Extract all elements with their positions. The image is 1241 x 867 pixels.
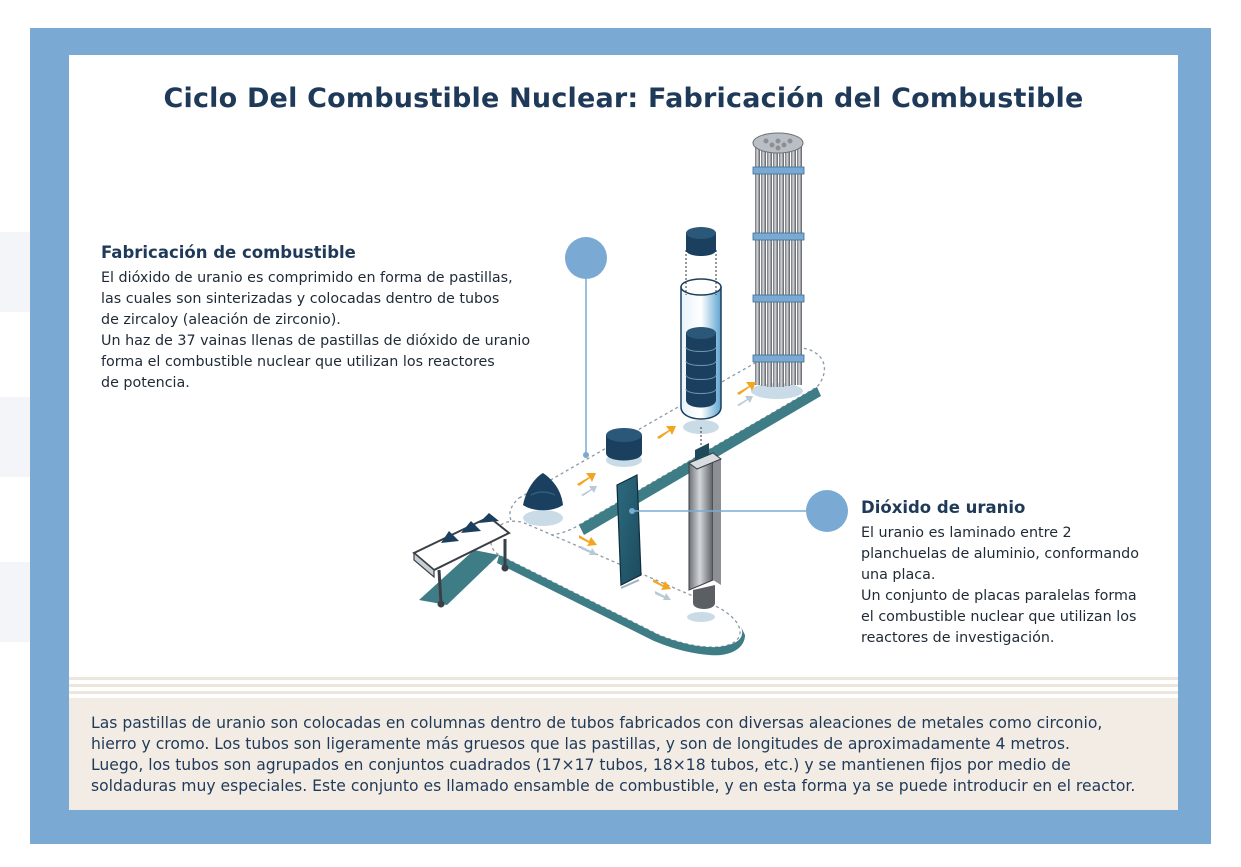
fuel-bundle-icon [751,132,805,399]
footer-line: soldaduras muy especiales. Este conjunto… [91,777,1136,795]
page-title: Ciclo Del Combustible Nuclear: Fabricaci… [163,83,1084,114]
side-decoration [0,397,30,477]
text-line: Un conjunto de placas paralelas forma [861,588,1137,604]
callout-right [629,490,848,532]
pellet-icon [606,428,642,467]
footer-line: Las pastillas de uranio son colocadas en… [91,714,1103,732]
footer-divider [69,677,1178,697]
text-line: El dióxido de uranio es comprimido en fo… [101,270,513,286]
text-line: las cuales son sinterizadas y colocadas … [101,291,500,307]
text-line: forma el combustible nuclear que utiliza… [101,354,495,370]
footer-line: hierro y cromo. Los tubos son ligerament… [91,735,1070,753]
text-line: reactores de investigación. [861,630,1055,646]
section-heading: Fabricación de combustible [101,243,356,262]
side-decoration [0,232,30,312]
callout-left [565,237,607,458]
text-block-fabricacion: Fabricación de combustible El dióxido de… [101,243,530,394]
arrow-shadow [581,396,753,600]
footer-note: Las pastillas de uranio son colocadas en… [69,698,1178,810]
section-heading: Dióxido de uranio [861,498,1026,517]
fuel-fabrication-diagram [412,132,848,656]
text-block-dioxido: Dióxido de uranio El uranio es laminado … [861,498,1139,649]
text-line: planchuelas de aluminio, conformando [861,546,1140,562]
fuel-rod-icon [680,227,722,434]
conveyor-icon [412,513,511,608]
process-arrow-icon [577,382,756,590]
text-line: Un haz de 37 vainas llenas de pastillas … [101,333,531,349]
text-line: de zircaloy (aleación de zirconio). [101,312,341,328]
text-line: de potencia. [101,375,190,391]
fuel-plate-icon [616,474,642,589]
text-line: El uranio es laminado entre 2 [861,525,1072,541]
text-line: el combustible nuclear que utilizan los [861,609,1137,625]
plate-assembly-icon [687,427,722,622]
side-decoration [0,562,30,642]
text-line: una placa. [861,567,936,583]
uranium-powder-icon [523,473,563,526]
footer-line: Luego, los tubos son agrupados en conjun… [91,756,1071,774]
infographic-panel: Ciclo Del Combustible Nuclear: Fabricaci… [69,55,1178,810]
